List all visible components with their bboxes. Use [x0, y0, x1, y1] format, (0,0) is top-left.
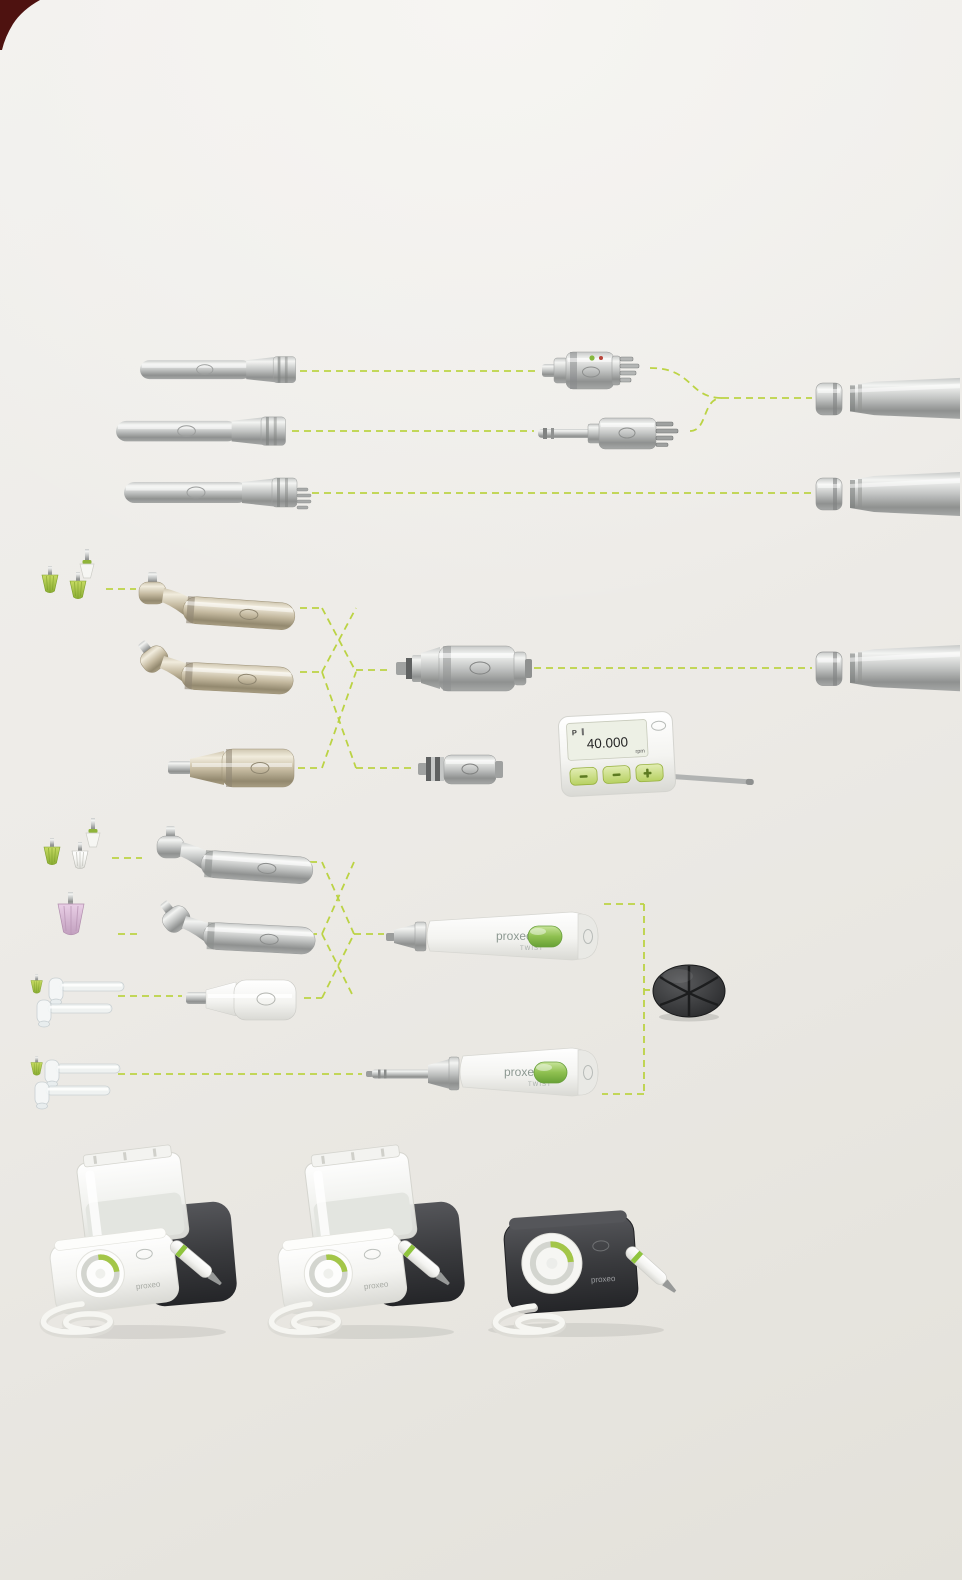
polishing-cup-pink[interactable]: [57, 891, 85, 936]
connector-line: [321, 671, 357, 769]
hose-nut-3: [815, 651, 843, 687]
contra-angle-gold-straight-head[interactable]: [138, 571, 297, 632]
scaler-unit-with-bottle-1[interactable]: [43, 1144, 238, 1339]
prophy-cup-green-mini-2[interactable]: [30, 1055, 43, 1076]
turbine-handpiece-3[interactable]: [123, 477, 298, 508]
connector-line: [321, 607, 357, 673]
wireless-foot-control[interactable]: [651, 963, 727, 1023]
speed-control-unit[interactable]: [557, 710, 755, 798]
prophy-cup-green-1[interactable]: [41, 565, 59, 594]
hose-nut-1: [815, 382, 843, 416]
disposable-prophy-angle-3[interactable]: [44, 1059, 121, 1088]
prophy-nose-cone[interactable]: [185, 979, 297, 1021]
nose-cone-gold[interactable]: [167, 748, 295, 788]
scaler-unit-with-bottle-2[interactable]: [271, 1144, 466, 1339]
prophy-cup-white[interactable]: [71, 841, 89, 870]
connector-line: [321, 861, 355, 935]
hose-nut-2: [815, 477, 843, 511]
short-motor[interactable]: [417, 754, 504, 785]
air-motor[interactable]: [395, 645, 533, 692]
disposable-prophy-angle-4[interactable]: [34, 1081, 111, 1110]
motor-hose[interactable]: [850, 645, 960, 692]
turbine-connection-pins: [296, 487, 312, 510]
turbine-handpiece-1[interactable]: [139, 356, 297, 384]
prophy-section: [30, 817, 727, 1110]
prophy-brush-small-2[interactable]: [85, 817, 101, 848]
prophy-brush-small[interactable]: [79, 548, 95, 579]
quick-connect-coupling[interactable]: [537, 417, 679, 450]
turbine-hose-1[interactable]: [850, 377, 960, 419]
turbine-hose-2[interactable]: [850, 472, 960, 516]
turbine-section: [115, 351, 960, 516]
turbine-handpiece-2[interactable]: [115, 416, 287, 446]
connector-line: [649, 367, 723, 399]
cordless-prophy-handpiece-long[interactable]: [365, 1047, 599, 1097]
prophy-contra-angle-angled-head[interactable]: [152, 893, 317, 956]
scaler-unit-compact[interactable]: [488, 1210, 680, 1337]
disposable-prophy-angle-2[interactable]: [36, 999, 113, 1028]
corner-ribbon: [0, 0, 40, 50]
prophy-cup-green-3[interactable]: [43, 837, 61, 866]
scaler-section: [43, 1144, 679, 1339]
prophy-contra-angle-straight-head[interactable]: [156, 825, 315, 886]
compatibility-connectors: [106, 367, 812, 1095]
prophy-cup-green-mini-1[interactable]: [30, 973, 43, 994]
connector-line: [689, 397, 723, 432]
cordless-prophy-handpiece[interactable]: [385, 911, 599, 961]
contra-angle-gold-angled-head[interactable]: [130, 633, 295, 696]
disposable-prophy-angle-1[interactable]: [48, 977, 125, 1006]
roto-quick-coupling[interactable]: [541, 351, 640, 390]
motor-section: [41, 548, 960, 798]
